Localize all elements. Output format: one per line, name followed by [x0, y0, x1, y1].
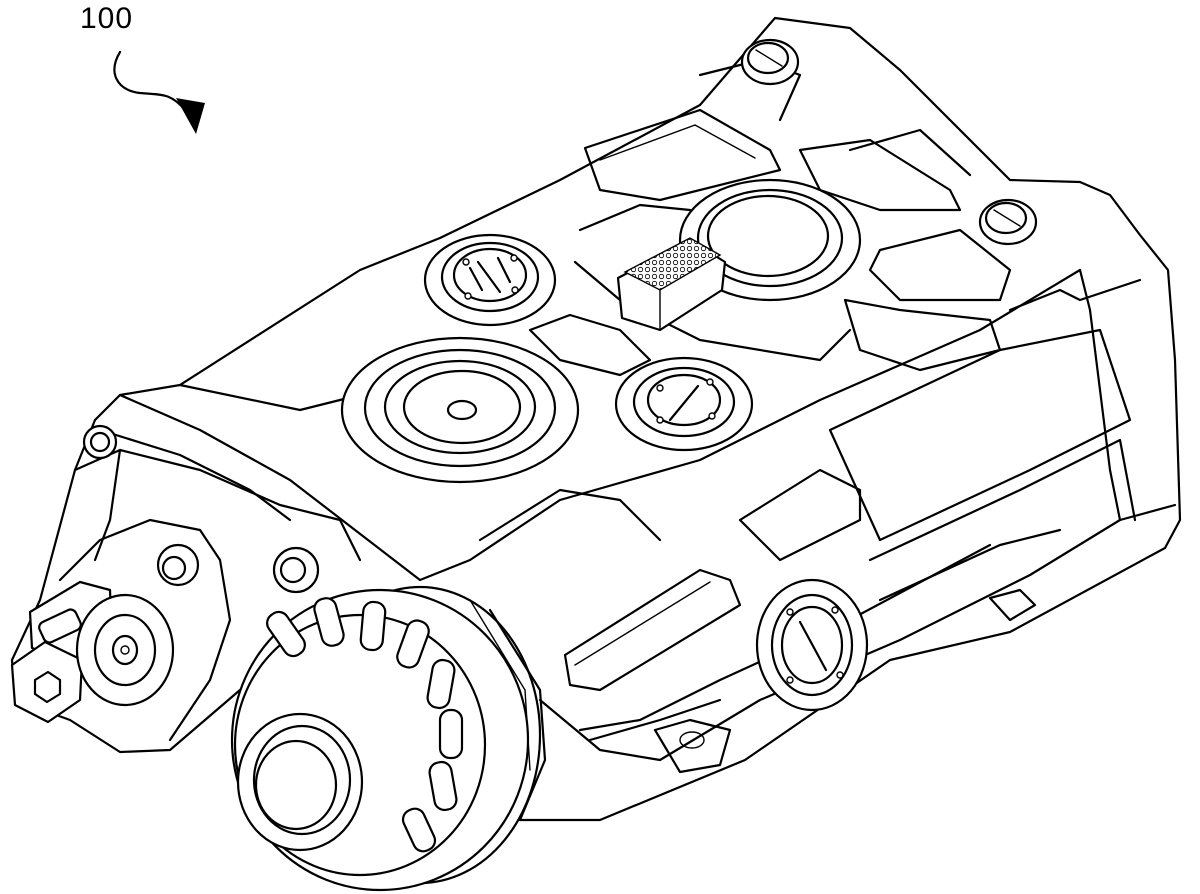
mount-feet — [653, 588, 1037, 774]
front-screw-1 — [82, 424, 118, 460]
selector-lever — [616, 237, 727, 332]
top-screw-2 — [978, 198, 1038, 246]
housing-body — [10, 16, 1182, 822]
rotary-knob-small-2 — [614, 356, 754, 452]
center-slot — [528, 313, 652, 377]
reference-numeral-label: 100 — [80, 2, 134, 35]
dial-grip-ridges — [266, 597, 464, 853]
rotary-knob-side — [755, 578, 869, 712]
front-screw-3 — [272, 546, 320, 594]
top-screw-1 — [740, 38, 800, 86]
side-rails — [478, 328, 1137, 742]
rotary-dial — [230, 585, 547, 892]
rotary-knob-small-1 — [423, 233, 557, 327]
leader-arrow — [113, 50, 205, 134]
emitter-lens — [75, 593, 175, 707]
push-button-large — [340, 336, 580, 484]
front-screw-2 — [156, 543, 200, 587]
